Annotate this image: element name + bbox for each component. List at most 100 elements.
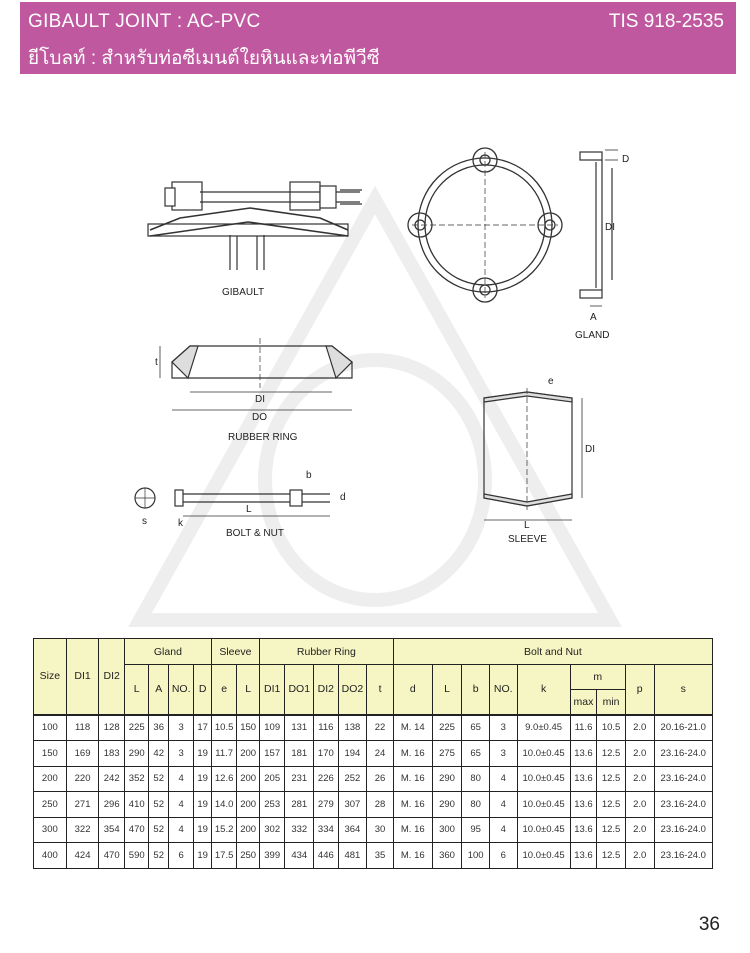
table-cell: 116 <box>313 713 339 741</box>
table-cell: 181 <box>284 740 315 767</box>
table-cell: 4 <box>167 791 195 818</box>
bolt-nut-drawing <box>134 487 330 517</box>
table-cell: 281 <box>284 791 315 818</box>
ring-dim-do: DO <box>252 412 267 423</box>
page-subtitle: ยีโบลท์ : สำหรับท่อซีเมนต์ใยหินและท่อพีว… <box>28 48 380 69</box>
table-cell: 52 <box>148 791 169 818</box>
table-cell: 12.5 <box>596 765 626 792</box>
gland-label: GLAND <box>575 330 609 341</box>
table-cell: 3 <box>488 713 518 741</box>
col-ring-di1: DI1 <box>258 664 286 715</box>
table-cell: 100 <box>33 713 67 741</box>
table-cell: 2.0 <box>624 740 655 767</box>
table-cell: 400 <box>33 842 67 869</box>
table-cell: 2.0 <box>624 791 655 818</box>
col-ring-di2: DI2 <box>313 664 339 715</box>
group-bolt-nut: Bolt and Nut <box>392 638 714 665</box>
table-cell: 231 <box>284 765 315 792</box>
col-ring-do2: DO2 <box>337 664 368 715</box>
table-cell: 20.16-21.0 <box>653 713 713 741</box>
col-bolt-p: p <box>624 664 655 715</box>
bolt-dim-d: d <box>340 492 346 503</box>
table-cell: 19 <box>193 765 212 792</box>
gibault-drawing <box>147 181 362 270</box>
table-cell: 118 <box>65 713 100 741</box>
table-cell: 12.5 <box>596 791 626 818</box>
bolt-nut-label: BOLT & NUT <box>226 528 284 539</box>
sleeve-dim-e: e <box>548 376 554 387</box>
col-bolt-d: d <box>392 664 433 715</box>
table-cell: 12.5 <box>596 816 626 843</box>
table-cell: 300 <box>33 816 67 843</box>
table-cell: 590 <box>123 842 150 869</box>
table-cell: 205 <box>258 765 286 792</box>
table-cell: 109 <box>258 713 286 741</box>
table-cell: 26 <box>366 765 394 792</box>
table-cell: 2.0 <box>624 765 655 792</box>
table-cell: 150 <box>33 740 67 767</box>
table-cell: 10.0±0.45 <box>516 842 571 869</box>
table-cell: 226 <box>313 765 339 792</box>
table-cell: 52 <box>148 816 169 843</box>
table-cell: 279 <box>313 791 339 818</box>
table-cell: 65 <box>461 740 490 767</box>
table-cell: 434 <box>284 842 315 869</box>
table-cell: 3 <box>488 740 518 767</box>
table-cell: 200 <box>33 765 67 792</box>
table-cell: 23.16-24.0 <box>653 816 713 843</box>
ring-dim-t: t <box>155 357 158 368</box>
table-cell: 225 <box>431 713 463 741</box>
table-cell: 250 <box>33 791 67 818</box>
table-cell: 3 <box>167 713 195 741</box>
page-title: GIBAULT JOINT : AC-PVC <box>28 11 261 32</box>
table-cell: 250 <box>236 842 260 869</box>
sleeve-label: SLEEVE <box>508 534 547 545</box>
table-cell: 28 <box>366 791 394 818</box>
page-header: GIBAULT JOINT : AC-PVC ยีโบลท์ : สำหรับท… <box>20 2 736 74</box>
table-cell: 10.0±0.45 <box>516 816 571 843</box>
table-cell: 2.0 <box>624 816 655 843</box>
table-cell: 157 <box>258 740 286 767</box>
table-cell: 10.5 <box>210 713 238 741</box>
table-cell: 19 <box>193 842 212 869</box>
table-cell: 300 <box>431 816 463 843</box>
table-cell: 194 <box>337 740 368 767</box>
table-cell: 354 <box>98 816 125 843</box>
col-bolt-no: NO. <box>488 664 518 715</box>
table-cell: 52 <box>148 842 169 869</box>
bolt-dim-s: s <box>142 516 147 527</box>
col-bolt-s: s <box>653 664 713 715</box>
table-cell: 170 <box>313 740 339 767</box>
table-cell: 4 <box>167 765 195 792</box>
group-gland: Gland <box>123 638 212 665</box>
table-cell: 352 <box>123 765 150 792</box>
table-cell: 4 <box>488 765 518 792</box>
ring-dim-di: DI <box>255 394 265 405</box>
table-cell: 12.6 <box>210 765 238 792</box>
table-cell: 14.0 <box>210 791 238 818</box>
technical-drawings: GIBAULT D DI A <box>0 80 750 630</box>
standard-code: TIS 918-2535 <box>608 11 724 32</box>
table-cell: 13.6 <box>569 842 598 869</box>
col-di1: DI1 <box>65 638 100 715</box>
rubber-ring-drawing <box>159 338 353 411</box>
table-cell: 3 <box>167 740 195 767</box>
gibault-label: GIBAULT <box>222 287 264 298</box>
table-cell: 17.5 <box>210 842 238 869</box>
col-gland-d: D <box>193 664 212 715</box>
table-cell: 271 <box>65 791 100 818</box>
table-cell: 307 <box>337 791 368 818</box>
table-cell: M. 16 <box>392 816 433 843</box>
table-cell: 364 <box>337 816 368 843</box>
sleeve-dim-l: L <box>524 520 530 531</box>
table-cell: 11.6 <box>569 713 598 741</box>
table-cell: M. 16 <box>392 842 433 869</box>
table-cell: 19 <box>193 740 212 767</box>
col-gland-l: L <box>123 664 150 715</box>
table-cell: 24 <box>366 740 394 767</box>
table-cell: 200 <box>236 740 260 767</box>
drawings-svg: GIBAULT D DI A <box>128 147 629 627</box>
table-cell: 35 <box>366 842 394 869</box>
